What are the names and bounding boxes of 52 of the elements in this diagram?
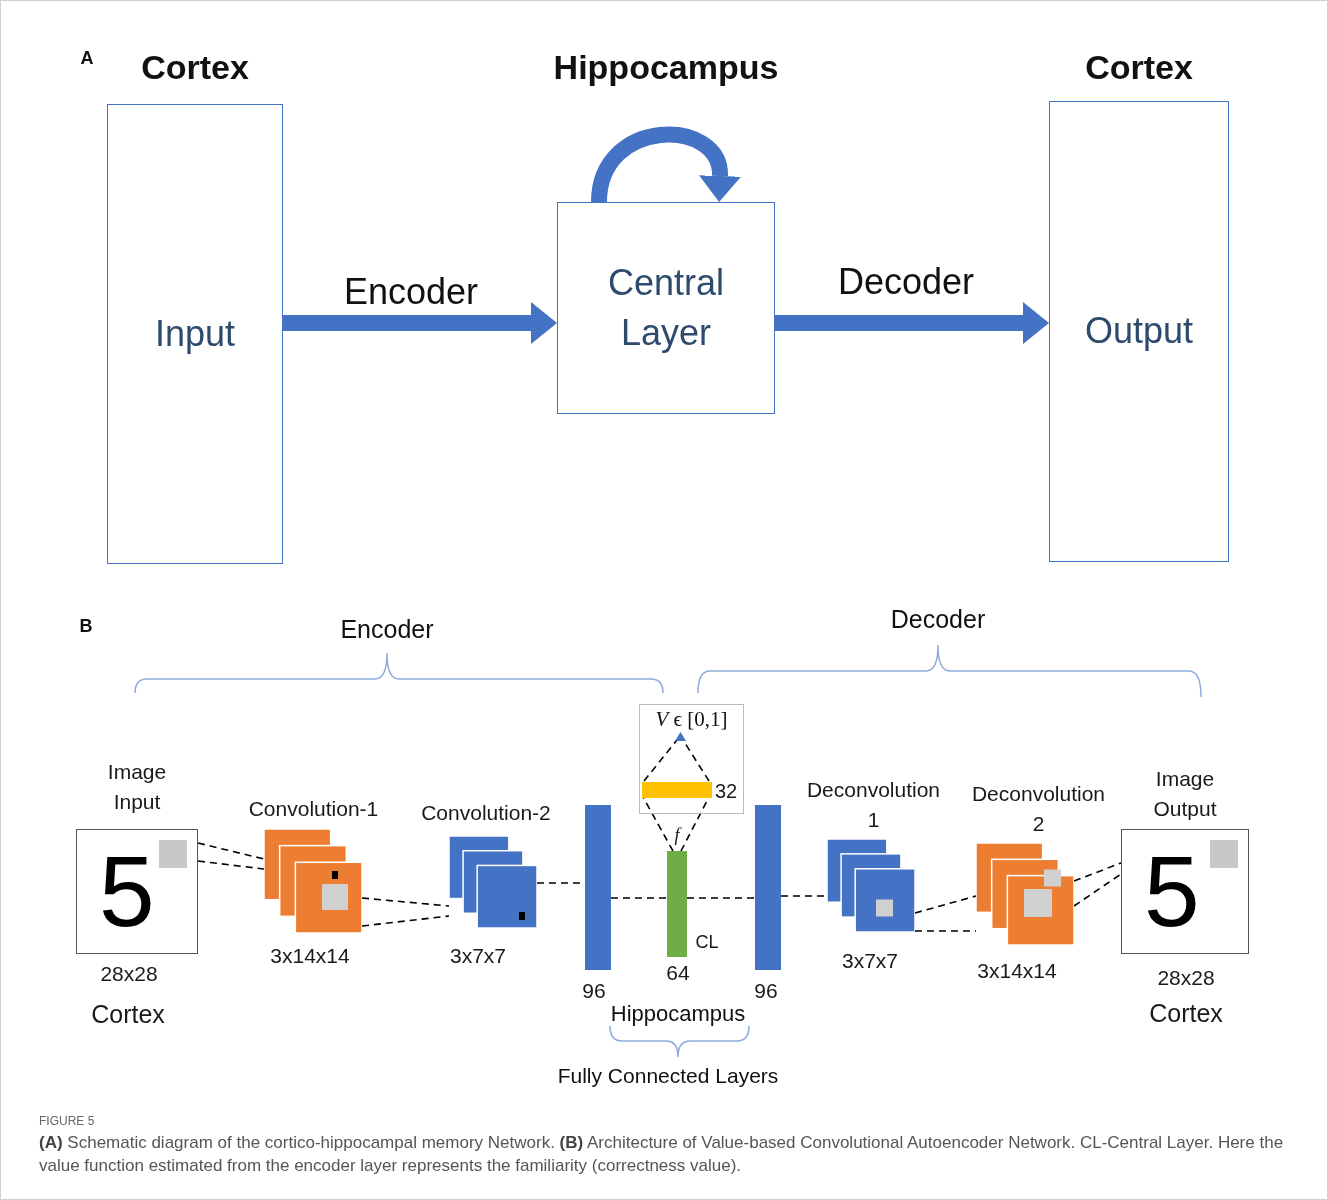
size-label: 28x28 [1157, 965, 1215, 991]
arrow [283, 302, 557, 344]
size-label: 96 [754, 978, 778, 1004]
layer-label: Deconvolution 1 [805, 777, 942, 833]
size-label: 3x14x14 [977, 958, 1057, 984]
layer-bar [755, 805, 781, 970]
arrow [775, 302, 1049, 344]
image-label: Image Output [1152, 766, 1218, 822]
box-label: Input [154, 311, 236, 356]
figure-number: FIGURE 5 [39, 1114, 95, 1129]
size-label: 3x7x7 [450, 943, 506, 969]
section-label: Encoder [340, 614, 434, 644]
layer-bar [667, 851, 687, 957]
projection-line [686, 897, 756, 899]
section-label: Decoder [890, 604, 986, 634]
size-label: 32 [714, 779, 738, 803]
size-label: Cortex [1149, 998, 1223, 1028]
layer-label: Deconvolution 2 [970, 781, 1107, 837]
size-label: 3x14x14 [270, 943, 350, 969]
size-label: Cortex [91, 999, 165, 1029]
arrow [591, 126, 741, 203]
value-label: V ϵ [0,1] [654, 707, 729, 732]
section-label: Fully Connected Layers [557, 1063, 779, 1089]
digit-text: 5 [99, 836, 155, 946]
section-label: B [79, 616, 93, 638]
size-label: 28x28 [100, 961, 158, 987]
size-label: 64 [666, 960, 690, 986]
layer-label: Convolution-2 [420, 800, 552, 826]
projection-line [914, 895, 977, 932]
value-panel [639, 704, 744, 814]
column-heading: Hippocampus [552, 47, 780, 88]
caption: (A) Schematic diagram of the cortico-hippocampal memory Network. (B) Architecture of Value-based Convolutional Autoencoder Network. CL-Central Layer. Here the value function estimated from the encoder layer represents the familiarity (correctness value). [39, 1132, 1285, 1177]
projection-line [197, 842, 265, 870]
image-label: Image Input [106, 759, 168, 815]
box-label: Output [1084, 309, 1194, 354]
box-label: Central Layer [606, 260, 726, 355]
column-heading: Cortex [1084, 47, 1194, 88]
value-unit-icon [675, 732, 686, 741]
size-label: CL [695, 932, 719, 954]
projection-line [643, 739, 678, 782]
digit-text: 5 [1144, 836, 1200, 946]
projection-line [610, 897, 668, 899]
projection-line [642, 796, 674, 852]
size-label: 96 [582, 978, 606, 1004]
layer-bar [585, 805, 611, 970]
size-label: 3x7x7 [842, 948, 898, 974]
layer-label: Convolution-1 [247, 796, 380, 822]
section-label: A [80, 48, 94, 70]
layer-bar [642, 782, 712, 798]
column-heading: Cortex [140, 47, 250, 88]
edge-label: f [670, 824, 684, 846]
section-label: Hippocampus [610, 1000, 746, 1028]
